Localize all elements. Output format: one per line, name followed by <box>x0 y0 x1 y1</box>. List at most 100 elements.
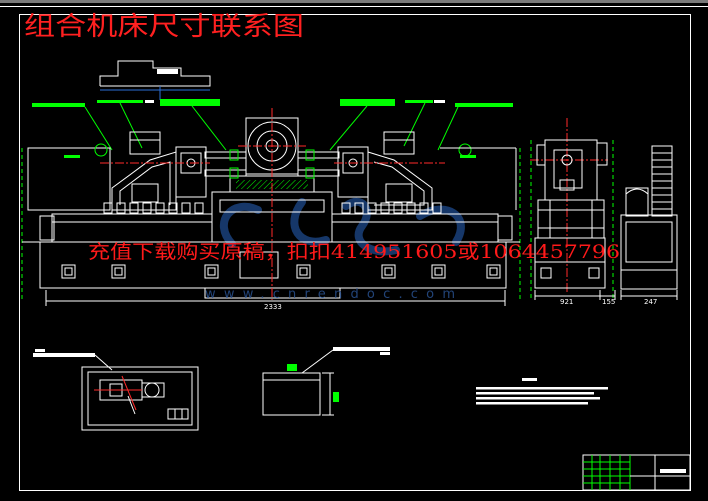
base-pocket <box>204 264 219 279</box>
left-spindle-rod-upper <box>204 151 247 159</box>
notes-heading <box>522 378 537 381</box>
column-base-panel <box>625 221 673 263</box>
left-slide-bolt <box>168 202 178 214</box>
plan-view-outline <box>81 366 199 431</box>
detail-view-label-tag <box>380 352 390 355</box>
base-pocket-inner <box>64 267 73 276</box>
right-motor <box>383 131 415 155</box>
side-view-width-dimension: 921 <box>560 298 573 306</box>
right-slide-bolt <box>380 202 390 214</box>
technical-notes <box>476 378 608 405</box>
right-head-gear-box <box>385 183 413 203</box>
left-motor <box>129 131 161 155</box>
left-spindle-rod-lower <box>204 169 247 177</box>
notes-line <box>476 397 600 400</box>
base-pocket <box>381 264 396 279</box>
right-slide-bolt <box>393 202 403 214</box>
left-slide-bolt <box>116 202 126 214</box>
right-slide-end-block <box>497 215 513 241</box>
plan-control-box <box>167 408 189 420</box>
right-power-head-inner <box>373 161 425 206</box>
plan-leader <box>127 395 136 415</box>
left-clearance-box <box>27 147 111 211</box>
left-power-head-inner <box>119 161 171 205</box>
side-spindle-port <box>559 179 575 191</box>
side-view-offset-dimension: 155 <box>602 298 615 306</box>
window-top-border <box>0 0 708 3</box>
callout-leader <box>84 106 113 151</box>
detail-block <box>262 372 321 416</box>
side-spindle-window <box>553 149 583 189</box>
side-right-bracket <box>596 142 608 166</box>
callout-label-right-outer <box>455 103 513 107</box>
callout-leader <box>191 105 227 151</box>
left-slide-bolt <box>142 202 152 214</box>
side-base-pocket <box>588 267 600 279</box>
right-slide-bolt <box>406 202 416 214</box>
title-block-outline <box>582 454 691 491</box>
left-balloon-label <box>64 155 80 158</box>
drawing-frame <box>19 14 691 491</box>
top-profile-label <box>157 69 178 74</box>
base-pocket-inner <box>299 267 308 276</box>
left-balloon <box>94 143 108 157</box>
base-pocket <box>296 264 311 279</box>
title-block <box>582 454 691 491</box>
overall-length-dimension: 2333 <box>264 303 282 311</box>
callout-label-left-mid <box>97 100 143 103</box>
right-tool-block-lower <box>305 167 315 179</box>
column-width-dimension: 247 <box>644 298 657 306</box>
right-balloon-label <box>460 155 476 158</box>
detail-marker <box>287 364 297 371</box>
callout-label-left-inner <box>160 99 220 106</box>
watermark-purchase-note: 充值下载购买原稿，扣扣414951605或1064457796 <box>88 241 620 263</box>
detail-view <box>262 347 390 416</box>
left-tool-block-lower <box>229 167 239 179</box>
notes-line <box>476 392 594 395</box>
watermark-logo-stroke <box>219 202 262 248</box>
column-divisions <box>652 152 672 210</box>
left-slide-bolt <box>194 202 204 214</box>
plan-view-label-tag <box>35 349 45 352</box>
right-slide-bolt <box>354 202 364 214</box>
left-tool-block-upper <box>229 149 239 161</box>
detail-view-leader <box>301 349 334 374</box>
base-pocket-inner <box>489 267 498 276</box>
base-pockets <box>61 264 501 279</box>
side-view: 921 155 <box>530 118 616 306</box>
base-center-step <box>204 288 341 299</box>
callout-label-left-outer <box>32 103 85 107</box>
column-cap <box>625 187 649 217</box>
left-power-head <box>111 151 177 211</box>
base-pocket-inner <box>114 267 123 276</box>
plan-view-label <box>33 353 95 357</box>
left-slide-end-block <box>39 215 55 241</box>
detail-view-label <box>333 347 390 351</box>
plan-machine-spindle <box>144 382 160 398</box>
plan-view-inner-outline <box>87 371 193 426</box>
base-pocket <box>431 264 446 279</box>
column-base <box>620 214 678 290</box>
drawing-title: 组合机床尺寸联系图 <box>24 12 304 42</box>
left-slide-bolt <box>155 202 165 214</box>
right-spindle-rod-lower <box>297 169 340 177</box>
right-spindle-rod-upper <box>297 151 340 159</box>
base-pocket-inner <box>384 267 393 276</box>
base-center-opening <box>239 251 279 279</box>
notes-line <box>476 402 588 405</box>
plan-centerline-diag <box>121 375 137 411</box>
right-slide-bolt <box>432 202 442 214</box>
notes-line <box>476 387 608 390</box>
callout-label-right-mid <box>405 100 433 103</box>
right-slide-bolt <box>341 202 351 214</box>
side-base <box>534 237 606 289</box>
column-view: 247 <box>620 145 678 306</box>
callout-leader <box>437 106 459 151</box>
callout-label-right-inner <box>340 99 395 106</box>
callout-leader <box>329 105 368 151</box>
base-pocket-inner <box>434 267 443 276</box>
right-power-head <box>367 151 433 211</box>
right-tool-block-upper <box>305 149 315 161</box>
right-bolt-row <box>341 202 442 214</box>
